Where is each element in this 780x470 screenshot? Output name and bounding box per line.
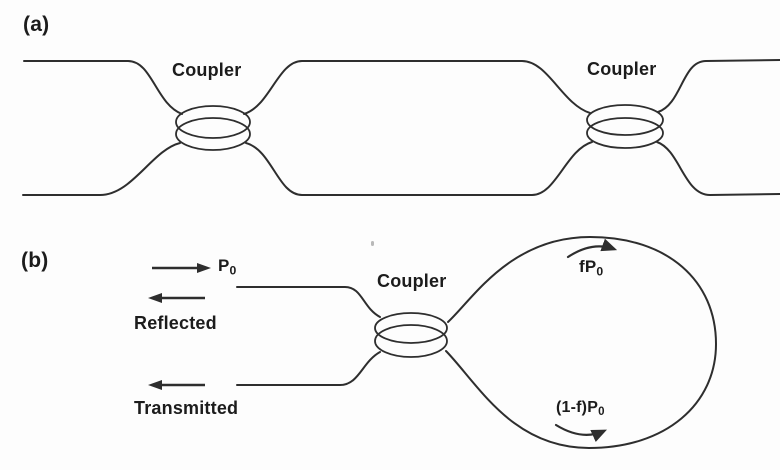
coupler-b-upper-ellipse	[374, 312, 448, 344]
panel-b-label: (b)	[21, 249, 49, 272]
loop-ccw-power-label: (1-f)P0	[556, 399, 605, 419]
fiber-b-transmitted	[236, 351, 381, 386]
transmitted-label: Transmitted	[134, 398, 239, 418]
coupler-a1-lower-ellipse	[175, 117, 251, 151]
clockwise-curved-arrow	[566, 238, 618, 259]
coupler-a1-label: Coupler	[172, 60, 242, 80]
reflected-arrow	[148, 293, 205, 303]
input-arrow	[152, 263, 211, 273]
reflected-label: Reflected	[134, 313, 217, 333]
input-power-label: P0	[218, 256, 237, 278]
fiber-b-input	[236, 286, 381, 318]
coupler-a1-upper-ellipse	[175, 105, 251, 139]
reflected-arrow-head	[148, 293, 162, 303]
loop-ccw-power-base: (1-f)P	[556, 399, 599, 416]
scan-artifact-dot	[371, 241, 374, 246]
input-arrow-head	[197, 263, 211, 273]
counterclockwise-curved-arrow	[554, 423, 608, 443]
fiber-a-top-right	[657, 59, 780, 113]
fiber-a-mid-top	[243, 60, 591, 115]
transmitted-arrow-head	[148, 380, 162, 390]
input-power-base: P	[218, 256, 230, 275]
loop-ccw-power-sub: 0	[598, 406, 605, 419]
panel-a-diagram	[22, 59, 780, 197]
transmitted-arrow	[148, 380, 205, 390]
loop-cw-power-base: fP	[579, 257, 597, 276]
fiber-a-mid-bottom	[245, 141, 593, 196]
coupler-b-label: Coupler	[377, 271, 447, 291]
coupler-a2-label: Coupler	[587, 59, 657, 79]
panel-b-diagram	[148, 235, 718, 450]
fiber-b-loop	[445, 235, 718, 450]
fiber-a-bottom-left	[22, 142, 181, 196]
fiber-a-top-left	[23, 60, 183, 115]
coupler-b-lower-ellipse	[374, 324, 448, 358]
fiber-a-bottom-right	[656, 141, 780, 197]
loop-cw-power-sub: 0	[596, 264, 604, 279]
panel-a-label: (a)	[23, 13, 50, 36]
loop-cw-power-label: fP0	[579, 257, 604, 279]
coupler-a2-lower-ellipse	[586, 117, 664, 149]
coupler-a2-upper-ellipse	[586, 104, 664, 136]
input-power-sub: 0	[229, 263, 237, 278]
